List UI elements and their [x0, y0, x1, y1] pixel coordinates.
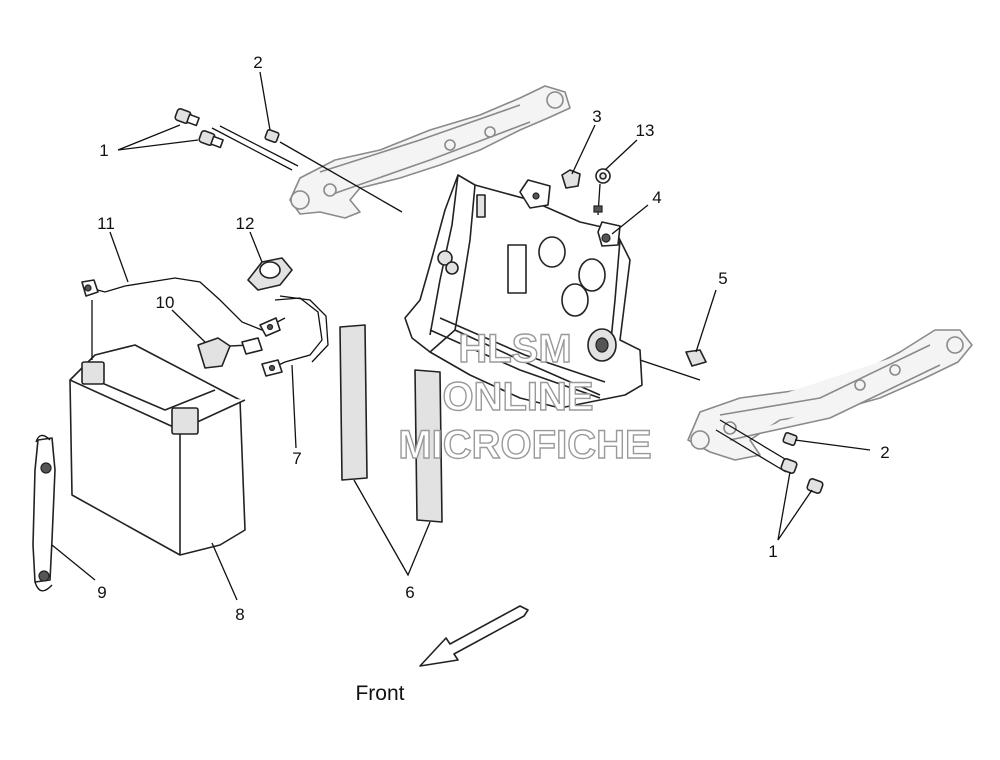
callout-1-upper: 1: [99, 141, 108, 160]
watermark-line-2: ONLINE: [442, 375, 593, 419]
watermark-line-1: HLSM: [458, 327, 571, 371]
clamp-13: [593, 168, 611, 216]
callout-2-upper: 2: [253, 53, 262, 72]
battery: [69, 344, 246, 556]
watermark: HLSM ONLINE MICROFICHE: [398, 326, 653, 467]
front-direction-arrow: Front: [355, 605, 529, 705]
callout-1-lower: 1: [768, 542, 777, 561]
upper-bolts: [174, 108, 224, 149]
front-label: Front: [355, 682, 404, 705]
cable-7: [241, 295, 329, 377]
callout-6: 6: [405, 583, 414, 602]
callout-7: 7: [292, 449, 301, 468]
clip-5: [685, 349, 707, 367]
lower-frame-rail: [687, 329, 973, 461]
callout-11: 11: [97, 214, 115, 233]
clip-3: [561, 169, 581, 189]
callout-4: 4: [652, 188, 661, 207]
callout-10: 10: [156, 293, 175, 312]
watermark-line-3: MICROFICHE: [398, 423, 651, 467]
rubber-pads: [339, 324, 443, 523]
upper-frame-rail: [289, 85, 571, 219]
upper-rod: [211, 125, 403, 213]
callout-8: 8: [235, 605, 244, 624]
callout-3: 3: [592, 107, 601, 126]
callout-5: 5: [718, 269, 727, 288]
cable-11: [81, 277, 286, 331]
callout-2-lower: 2: [880, 443, 889, 462]
leader-lines: [51, 71, 871, 601]
lower-bolts: [639, 359, 824, 494]
callout-12: 12: [236, 214, 255, 233]
battery-strap: [32, 434, 56, 592]
battery-holder: [404, 174, 643, 409]
callout-labels: 1 2 3 13 4 11 12 10 5 2 1 7 6 8 9: [97, 53, 890, 624]
terminal-cap-12: [247, 257, 293, 291]
callout-13: 13: [636, 121, 655, 140]
callout-9: 9: [97, 583, 106, 602]
